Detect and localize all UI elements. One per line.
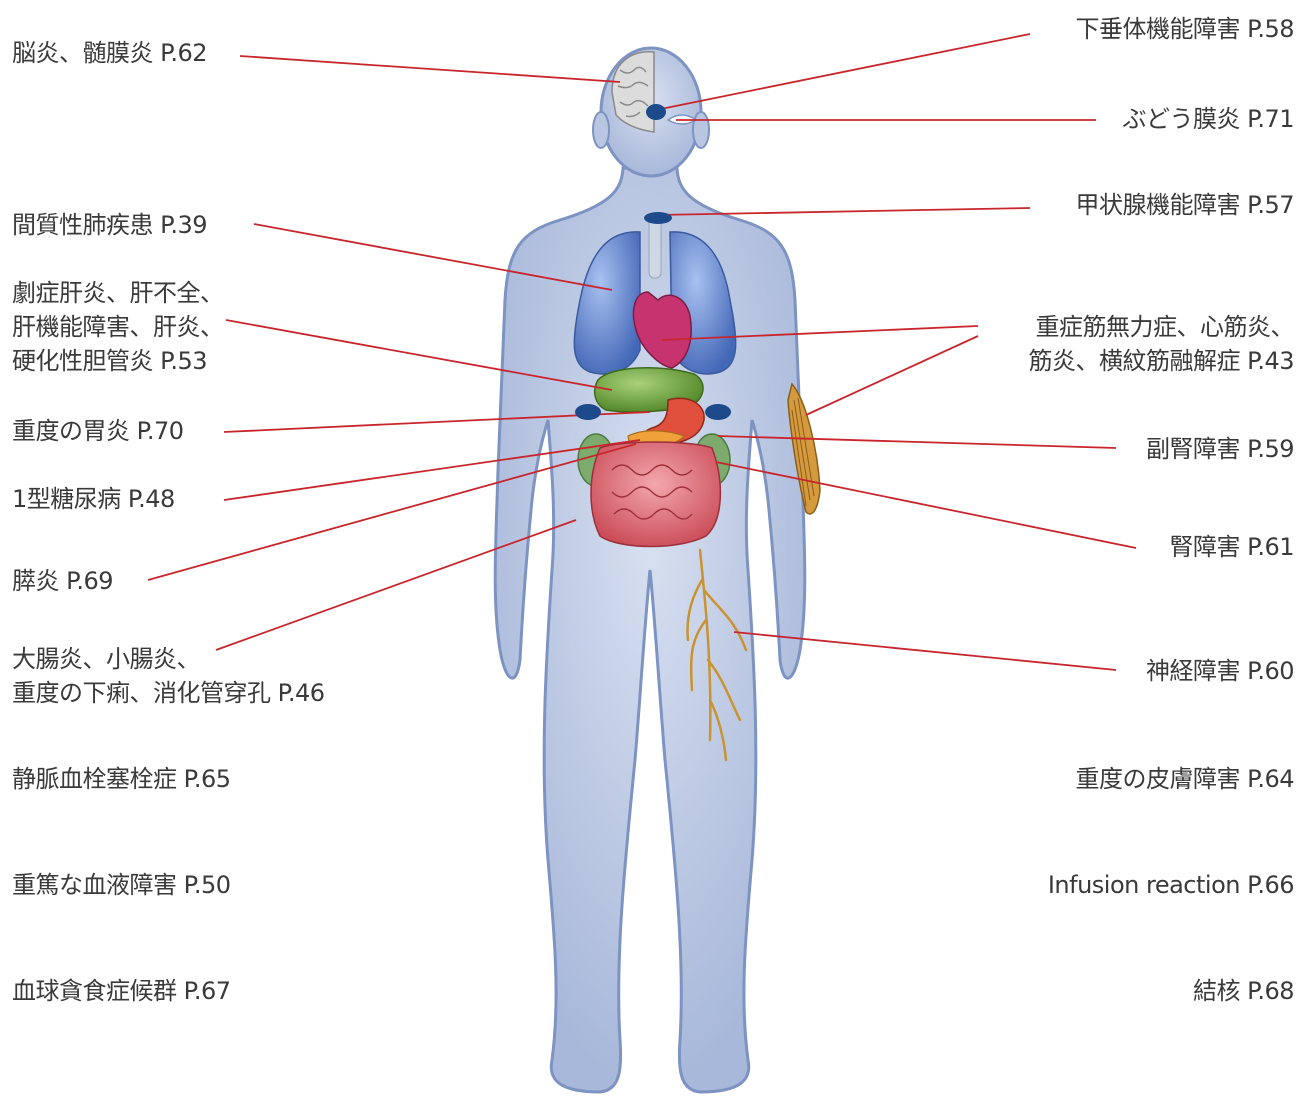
label-pancreatitis[interactable]: 膵炎 P.69 — [12, 564, 113, 598]
label-pituitary-disorder[interactable]: 下垂体機能障害 P.58 — [1075, 12, 1294, 46]
right-adrenal-marker — [575, 404, 601, 420]
label-line: 重篤な血液障害 P.50 — [12, 868, 231, 902]
label-colitis-enteritis[interactable]: 大腸炎、小腸炎、 重度の下痢、消化管穿孔 P.46 — [12, 642, 325, 710]
label-line: 劇症肝炎、肝不全、 — [12, 276, 224, 310]
label-line: 重度の胃炎 P.70 — [12, 414, 184, 448]
label-gastritis[interactable]: 重度の胃炎 P.70 — [12, 414, 184, 448]
label-myasthenia-myocarditis[interactable]: 重症筋無力症、心筋炎、 筋炎、横紋筋融解症 P.43 — [1028, 310, 1294, 378]
label-neuropathy[interactable]: 神経障害 P.60 — [1146, 654, 1294, 688]
label-encephalitis-meningitis[interactable]: 脳炎、髄膜炎 P.62 — [12, 36, 207, 70]
label-line: 膵炎 P.69 — [12, 564, 113, 598]
label-line: 重度の皮膚障害 P.64 — [1075, 762, 1294, 796]
label-line: 腎障害 P.61 — [1169, 530, 1294, 564]
label-line: 結核 P.68 — [1193, 974, 1294, 1008]
label-line: 大腸炎、小腸炎、 — [12, 642, 325, 676]
label-line: ぶどう膜炎 P.71 — [1122, 102, 1294, 136]
label-renal-disorder[interactable]: 腎障害 P.61 — [1169, 530, 1294, 564]
label-line: Infusion reaction P.66 — [1048, 868, 1294, 902]
body-silhouette — [495, 48, 805, 1092]
label-line: 肝機能障害、肝炎、 — [12, 310, 224, 344]
leader-brain — [240, 56, 620, 82]
label-line: 間質性肺疾患 P.39 — [12, 208, 207, 242]
thyroid-marker — [644, 212, 672, 224]
label-line: 血球貪食症候群 P.67 — [12, 974, 231, 1008]
label-line: 神経障害 P.60 — [1146, 654, 1294, 688]
pituitary-marker — [646, 104, 666, 120]
label-adrenal-disorder[interactable]: 副腎障害 P.59 — [1146, 432, 1294, 466]
label-line: 下垂体機能障害 P.58 — [1075, 12, 1294, 46]
label-line: 重度の下痢、消化管穿孔 P.46 — [12, 676, 325, 710]
label-interstitial-lung-disease[interactable]: 間質性肺疾患 P.39 — [12, 208, 207, 242]
label-line: 1型糖尿病 P.48 — [12, 482, 175, 516]
label-tuberculosis[interactable]: 結核 P.68 — [1193, 974, 1294, 1008]
label-line: 重症筋無力症、心筋炎、 — [1028, 310, 1294, 344]
label-line: 硬化性胆管炎 P.53 — [12, 344, 224, 378]
label-infusion-reaction[interactable]: Infusion reaction P.66 — [1048, 868, 1294, 902]
label-venous-thromboembolism[interactable]: 静脈血栓塞栓症 P.65 — [12, 762, 231, 796]
label-line: 筋炎、横紋筋融解症 P.43 — [1028, 344, 1294, 378]
label-type1-diabetes[interactable]: 1型糖尿病 P.48 — [12, 482, 175, 516]
leader-muscle — [806, 336, 978, 415]
label-skin-disorder[interactable]: 重度の皮膚障害 P.64 — [1075, 762, 1294, 796]
left-ear — [693, 112, 709, 148]
label-thyroid-disorder[interactable]: 甲状腺機能障害 P.57 — [1075, 188, 1294, 222]
label-hemophagocytic-syndrome[interactable]: 血球貪食症候群 P.67 — [12, 974, 231, 1008]
label-uveitis[interactable]: ぶどう膜炎 P.71 — [1122, 102, 1294, 136]
right-ear — [593, 112, 609, 148]
label-hepatitis[interactable]: 劇症肝炎、肝不全、 肝機能障害、肝炎、 硬化性胆管炎 P.53 — [12, 276, 224, 378]
trachea — [649, 218, 661, 278]
leader-pituitary — [656, 34, 1030, 110]
left-adrenal-marker — [705, 404, 731, 420]
label-line: 甲状腺機能障害 P.57 — [1075, 188, 1294, 222]
label-blood-disorder[interactable]: 重篤な血液障害 P.50 — [12, 868, 231, 902]
label-line: 脳炎、髄膜炎 P.62 — [12, 36, 207, 70]
label-line: 副腎障害 P.59 — [1146, 432, 1294, 466]
label-line: 静脈血栓塞栓症 P.65 — [12, 762, 231, 796]
